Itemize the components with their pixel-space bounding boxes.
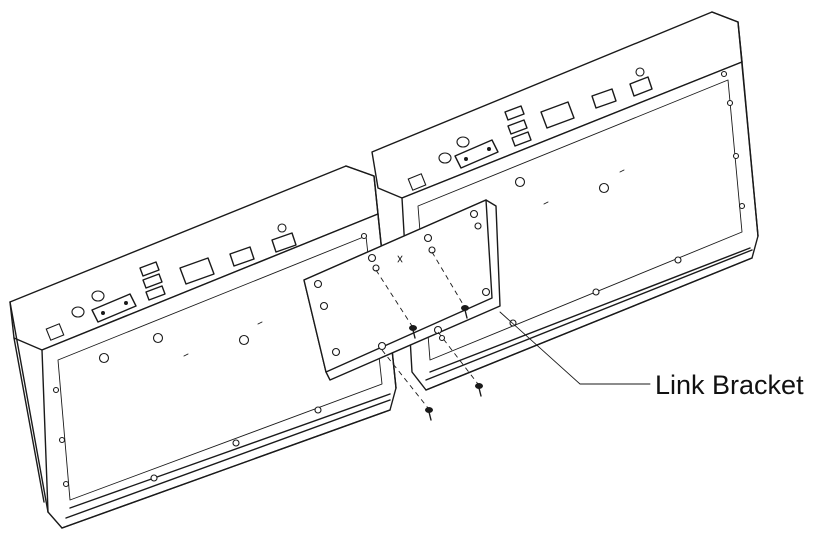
left-audio-jack-1 [71,306,85,318]
right-unit-side [711,11,759,237]
right-usb-port-1 [504,105,525,121]
right-side-screw-1 [720,70,728,78]
left-usb-port-3 [145,285,166,301]
left-antenna-screw [277,223,287,233]
right-panel-marks [543,169,625,205]
left-vga-screw-1 [101,311,105,315]
bracket-hole-7 [423,233,433,243]
left-rail-screw-3 [150,474,158,482]
screw-assembly [375,251,483,421]
bracket-hole-11 [474,222,482,230]
right-audio-jack-2 [456,136,470,148]
right-rail-screw-4 [438,334,446,342]
right-side-screw-2 [726,99,734,107]
screw-guide-3 [381,349,429,409]
right-panel-hole-2 [598,182,610,194]
screw-3 [425,407,433,421]
left-side-screw-3 [62,480,70,488]
right-rail-screw-2 [592,288,600,296]
callout: Link Bracket [499,311,804,400]
left-power-port [45,323,65,341]
screw-4 [475,383,483,397]
link-bracket-plate [303,199,493,373]
right-antenna-screw [635,67,645,77]
right-usb-port-2 [507,119,528,135]
left-unit-recess [57,235,383,501]
left-side-screw-4 [360,232,368,240]
right-antenna-port [629,76,653,97]
bracket-hole-6 [377,341,387,351]
right-unit-bottom-rail [425,247,753,391]
left-rail-screw-1 [314,406,322,414]
left-hdmi-port [229,246,255,267]
left-usb-port-2 [142,273,163,289]
left-audio-jack-2 [91,290,105,302]
right-side-screw-3 [732,152,740,160]
right-usb-port-3 [511,131,532,147]
right-vga-screw-2 [487,147,491,151]
right-panel-hole-1 [514,176,526,188]
left-side-screw-1 [52,386,60,394]
right-ethernet-port [540,101,575,129]
callout-leader-line [499,311,651,385]
right-audio-jack-1 [438,152,452,164]
left-unit-bottom-rail [61,393,391,529]
left-panel-marks [183,321,263,357]
screw-guide-2 [431,251,465,307]
left-ethernet-port [179,257,215,285]
screw-1 [409,325,417,339]
bracket-hole-5 [372,264,380,272]
link-bracket [303,199,501,381]
bracket-hole-8 [428,246,436,254]
screw-guide-4 [437,331,479,385]
bracket-hole-9 [433,325,443,335]
left-usb-port-1 [139,261,160,277]
bracket-hole-12 [481,287,491,297]
bracket-hole-2 [319,301,329,311]
left-panel-hole-1 [98,352,110,364]
right-vga-port [454,139,499,169]
right-power-port [407,173,427,191]
bracket-hole-3 [331,347,341,357]
right-side-screw-4 [738,202,746,210]
bracket-hole-10 [469,209,479,219]
left-antenna-port [271,232,297,253]
right-vga-screw-1 [464,157,468,161]
bracket-mark [397,255,403,263]
bracket-hole-4 [367,253,377,263]
right-rail-screw-1 [674,256,682,264]
screw-2 [461,305,469,319]
left-side-screw-2 [58,436,66,444]
right-hdmi-port [591,88,617,109]
left-rail-screw-2 [232,439,240,447]
left-panel-hole-2 [152,332,164,344]
screw-guide-1 [375,269,413,327]
left-vga-screw-2 [124,301,128,305]
left-panel-hole-3 [238,334,250,346]
bracket-hole-1 [313,279,323,289]
callout-label: Link Bracket [655,370,804,400]
